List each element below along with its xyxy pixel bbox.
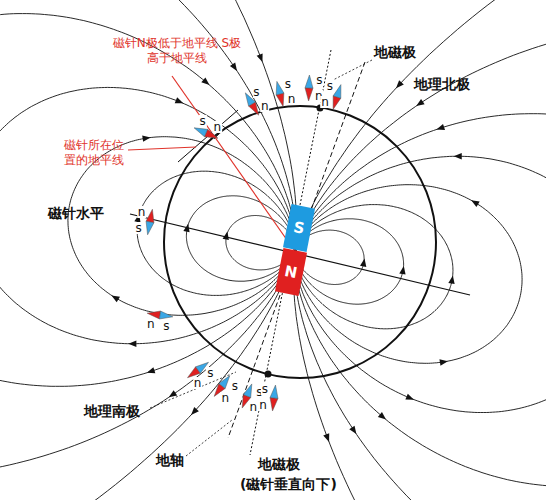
needle-s-letter: s [162, 320, 170, 332]
field-line [0, 87, 295, 343]
part-label: (磁针垂直向下) [240, 476, 337, 494]
needle-n-letter: n [220, 392, 230, 404]
magnet-pole: N [275, 248, 307, 296]
geographic-axis [228, 62, 365, 438]
needle-s-letter: s [261, 383, 269, 395]
needle-north-half [146, 209, 154, 223]
needle-s-letter: s [206, 367, 214, 379]
magnetic-axis [250, 50, 331, 455]
field-arrow [323, 433, 329, 442]
field-line [294, 23, 546, 500]
needle-n-letter: n [287, 93, 297, 105]
part-label: 地磁极 [374, 44, 416, 62]
field-arrow [111, 295, 120, 302]
field-arrow [349, 426, 356, 434]
magnet-pole: S [283, 205, 315, 253]
part-label: 地轴 [156, 452, 184, 470]
field-line [0, 0, 297, 500]
field-arrow [257, 53, 263, 62]
needle-s-letter: s [135, 222, 143, 234]
part-label: 地理北极 [414, 76, 470, 94]
field-line [295, 114, 546, 487]
compass-needles [146, 75, 341, 411]
leader-line [333, 60, 372, 80]
earth-circle [164, 106, 436, 378]
field-line [295, 219, 404, 304]
field-arrow [399, 266, 405, 274]
part-label: 地磁极 [258, 456, 300, 474]
field-arrow [230, 63, 237, 71]
field-line [295, 205, 453, 329]
note-label: 磁针所在位置的地平线 [62, 138, 126, 168]
field-arrow [436, 124, 445, 130]
field-arrow [416, 99, 424, 106]
field-line [0, 14, 296, 387]
needle-south-half [194, 128, 208, 137]
needle-south-half [159, 311, 172, 319]
field-line [0, 0, 296, 477]
needle-n-letter: n [146, 318, 156, 330]
needle-n-letter: n [258, 399, 268, 411]
needle-s-letter: s [315, 74, 323, 86]
field-arrow [128, 341, 136, 347]
needle-north-half [276, 93, 284, 107]
needle-n-letter: n [320, 96, 330, 108]
field-arrow [471, 200, 480, 207]
field-line [293, 0, 546, 500]
field-arrow [142, 136, 150, 142]
part-label: 磁针水平 [48, 205, 104, 223]
needle-s-letter: s [198, 115, 206, 127]
needle-s-letter: s [284, 78, 292, 90]
needle-s-letter: s [326, 80, 334, 92]
pole-dot [265, 371, 272, 378]
field-arrow [405, 394, 414, 400]
needle-north-half [305, 88, 313, 101]
note-label: 磁针N极低于地平线 S极高于地平线 [108, 36, 246, 66]
part-label: 地理南极 [84, 403, 140, 421]
field-arrow [201, 77, 209, 85]
leader-line [186, 420, 232, 456]
needle-south-half [243, 384, 252, 398]
needle-south-half [333, 85, 341, 99]
leader-line [128, 147, 196, 150]
pole-letter: N [283, 262, 299, 282]
needle-south-half [219, 376, 230, 389]
field-arrow [454, 153, 462, 159]
field-arrow [396, 80, 404, 88]
field-arrow [169, 390, 177, 397]
field-arrow [175, 97, 184, 103]
needle-south-half [270, 385, 278, 398]
needle-n-letter: n [260, 100, 270, 112]
field-arrow [191, 407, 199, 415]
field-arrow [378, 412, 386, 420]
needle-n-letter: n [193, 377, 203, 389]
leader-line [150, 372, 236, 408]
needle-south-half [305, 75, 313, 88]
local-horizon [178, 110, 238, 162]
needle-south-half [146, 221, 154, 235]
needle-s-letter: s [252, 86, 260, 98]
needle-n-letter: n [248, 401, 258, 413]
needle-s-letter: s [231, 380, 239, 392]
field-arrow [439, 359, 447, 365]
red-leader [172, 76, 294, 250]
pole-letter: S [292, 219, 306, 239]
needle-n-letter: n [137, 206, 147, 218]
field-arrow [360, 258, 366, 266]
field-line [295, 185, 522, 364]
needle-n-letter: n [212, 121, 222, 133]
horizontal-line [130, 214, 470, 295]
field-arrow [147, 367, 156, 373]
needle-north-half [270, 398, 278, 411]
field-arrow [448, 276, 454, 284]
